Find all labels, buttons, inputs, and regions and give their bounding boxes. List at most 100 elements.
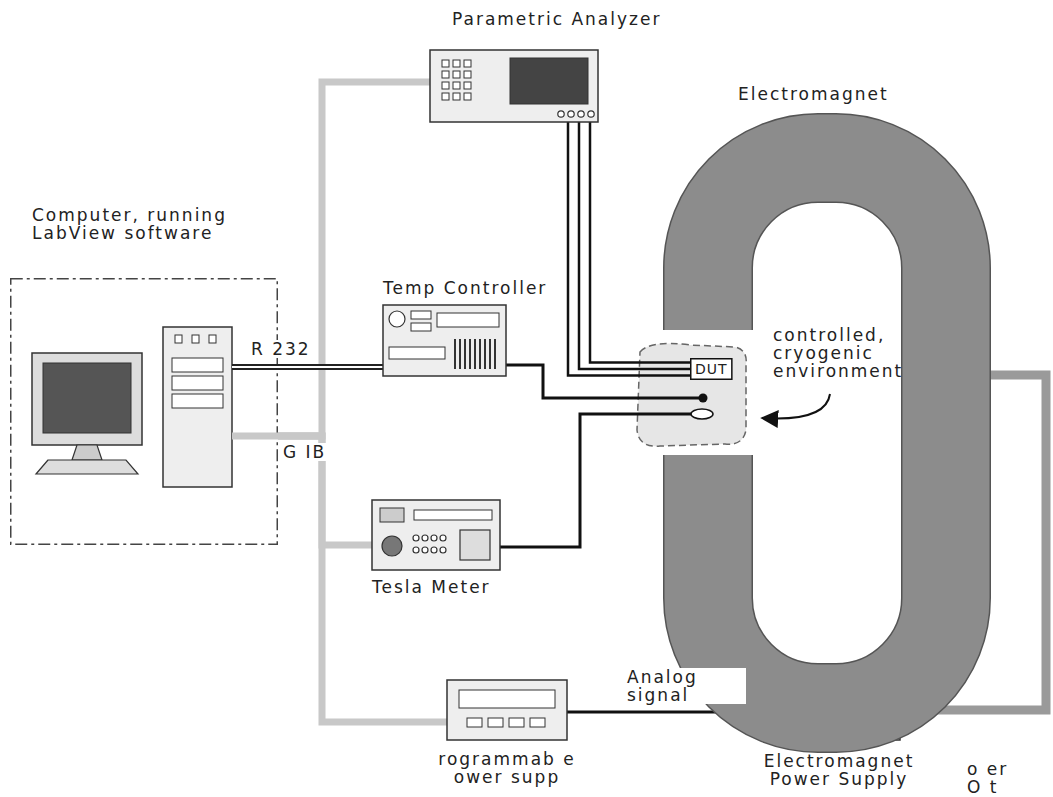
connector-label: o er O t	[966, 760, 1024, 796]
keypad-key	[453, 71, 460, 78]
hall-probe	[691, 409, 713, 419]
keypad-key	[442, 93, 449, 100]
magnet-yoke	[708, 158, 946, 708]
connector-path	[278, 82, 430, 436]
supply-button	[467, 718, 482, 727]
analyzer-case	[430, 50, 598, 122]
node-shape	[430, 50, 598, 122]
electromagnet: Electromagnet	[663, 113, 993, 755]
programmable-supply: rogrammab e ower supp	[447, 680, 567, 740]
meter-button	[440, 535, 446, 541]
temperature-sensor	[699, 394, 708, 403]
keypad-key	[442, 82, 449, 89]
node-label: rogrammab e ower supp	[432, 750, 582, 786]
cryogenic-environment	[637, 344, 746, 447]
parametric-analyzer: Parametric Analyzer	[430, 50, 598, 122]
callout-label: controlled, cryogenic environment	[772, 326, 906, 380]
node-label: Electromagnet	[738, 85, 988, 103]
controller-knob	[389, 311, 405, 327]
node-label: Tesla Meter	[372, 578, 572, 596]
controller-case	[383, 305, 506, 376]
monitor-frame	[32, 353, 142, 445]
temp-controller: Temp Controller	[383, 305, 506, 376]
magnet-outline	[708, 158, 946, 708]
dut-box	[691, 359, 732, 380]
node-label: Parametric Analyzer	[452, 10, 752, 28]
drive-bay	[172, 394, 223, 408]
computer-group: Computer, running LabView software	[10, 278, 278, 545]
supply-button	[488, 718, 503, 727]
monitor-neck	[72, 445, 102, 460]
vent-grille	[459, 339, 461, 369]
drive-bay	[172, 376, 223, 390]
node-shape	[383, 305, 506, 376]
keypad-key	[453, 60, 460, 67]
indicator	[411, 311, 431, 319]
drive-bay	[172, 358, 223, 372]
meter-button	[413, 535, 419, 541]
dut-box: DUT	[690, 358, 733, 380]
meter-button	[440, 547, 446, 553]
vent-grille	[464, 339, 466, 369]
controller-display	[437, 313, 499, 327]
supply-button	[509, 718, 524, 727]
tower-button	[209, 335, 216, 343]
monitor-screen	[43, 363, 131, 433]
meter-display	[380, 508, 404, 522]
meter-button	[431, 547, 437, 553]
node-label: Electromagnet Power Supply	[754, 752, 924, 788]
keypad-key	[464, 93, 471, 100]
node-label: DUT	[695, 361, 728, 377]
hall-probe-wire	[500, 414, 691, 547]
connector-path	[278, 364, 383, 370]
connector-label: R 232	[250, 340, 312, 358]
meter-button	[422, 547, 428, 553]
output-port	[588, 111, 594, 117]
leader-line	[762, 394, 830, 419]
vent-grille	[479, 339, 481, 369]
serial-cable-stub	[232, 366, 278, 368]
node-shape	[663, 113, 993, 755]
output-port	[578, 111, 584, 117]
connector-label: G IB	[282, 443, 327, 461]
tower-button	[175, 335, 182, 343]
supply-display	[459, 690, 555, 708]
vent-grille	[474, 339, 476, 369]
connector-label: Analog signal	[626, 668, 746, 704]
meter-button	[422, 535, 428, 541]
bus-cable-stub	[232, 433, 278, 440]
supply-button	[530, 718, 545, 727]
button-row	[389, 347, 445, 359]
keypad-key	[453, 93, 460, 100]
output-port	[568, 111, 574, 117]
computer-tower	[163, 327, 232, 487]
vent-grille	[484, 339, 486, 369]
keypad-key	[464, 71, 471, 78]
analyzer-screen	[510, 58, 588, 104]
group-border	[11, 279, 278, 545]
indicator	[411, 323, 431, 331]
meter-strip	[414, 510, 492, 520]
node-shape	[447, 680, 567, 740]
vent-grille	[469, 339, 471, 369]
output-port	[558, 111, 564, 117]
keypad-key	[453, 82, 460, 89]
serial-cable-stub	[232, 364, 278, 370]
keypad-key	[442, 60, 449, 67]
tower-button	[192, 335, 199, 343]
serial-cable	[278, 367, 383, 368]
keypad-key	[442, 71, 449, 78]
gpib-bus	[278, 82, 430, 436]
node-label: Temp Controller	[383, 279, 563, 297]
keypad-key	[464, 82, 471, 89]
vent-grille	[454, 339, 456, 369]
meter-case	[372, 500, 500, 570]
node-shape	[10, 278, 278, 545]
meter-button	[413, 547, 419, 553]
vent-grille	[489, 339, 491, 369]
node-shape	[372, 500, 500, 570]
meter-button	[431, 535, 437, 541]
meter-knob	[382, 536, 402, 556]
